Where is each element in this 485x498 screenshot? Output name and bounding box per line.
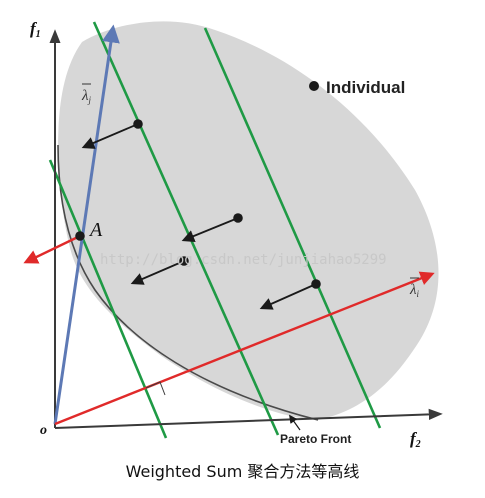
- x-axis-label: f2: [410, 429, 421, 450]
- move-arrow-2: [181, 217, 239, 243]
- diagram-caption: Weighted Sum 聚合方法等高线: [125, 462, 360, 481]
- point-a-direction-arrow: [23, 234, 81, 264]
- pareto-front-label: Pareto Front: [280, 432, 351, 446]
- legend-text: Individual: [326, 78, 405, 97]
- pareto-front-pointer: [289, 414, 301, 431]
- individual-point: [233, 213, 243, 223]
- individual-point: [179, 256, 189, 266]
- lambda-i-vector: [54, 271, 435, 426]
- right-angle-marker: [145, 381, 166, 396]
- x-axis: [54, 408, 443, 429]
- contour-line-2: [92, 21, 280, 436]
- move-arrow-1: [81, 123, 139, 149]
- contour-line-3: [203, 27, 382, 429]
- watermark: http://blog.csdn.net/junjiahao5299: [100, 252, 387, 268]
- point-a: [75, 231, 85, 241]
- move-arrow-4: [259, 283, 317, 310]
- objective-region: [58, 21, 439, 421]
- move-arrow-3: [130, 260, 185, 285]
- legend-point-icon: [309, 81, 319, 91]
- contour-line-1: [48, 159, 168, 439]
- pareto-front-curve: [57, 144, 319, 421]
- lambda-i-label: λi: [409, 282, 420, 299]
- point-a-label: A: [88, 219, 103, 241]
- y-axis-label: f1: [30, 19, 41, 40]
- lambda-j-label: λj: [81, 88, 92, 105]
- origin-label: o: [40, 423, 47, 438]
- individual-point: [133, 119, 143, 129]
- lambda-j-vector: [53, 24, 120, 425]
- individual-point: [311, 279, 321, 289]
